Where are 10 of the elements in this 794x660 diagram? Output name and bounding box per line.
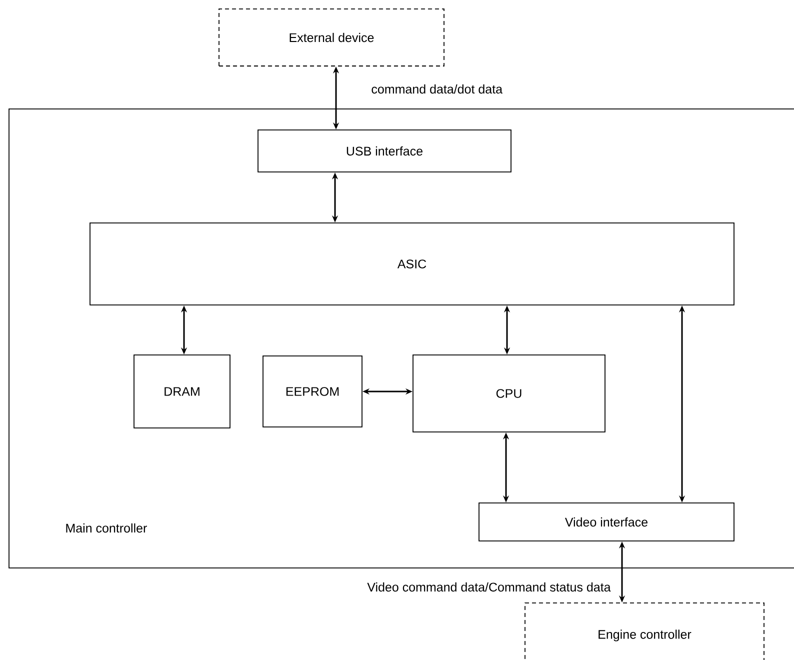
block-box: EEPROM xyxy=(262,356,362,428)
dashed-box: External device xyxy=(218,8,444,66)
block-box: DRAM xyxy=(134,354,230,428)
edge-label: command data/dot data xyxy=(370,83,504,95)
block-box: Video interface xyxy=(478,502,734,542)
block-box: USB interface xyxy=(258,130,512,172)
edge-label: Video command data/Command status data xyxy=(366,581,612,593)
dashed-box: Engine controller xyxy=(524,602,764,660)
block-box: ASIC xyxy=(90,222,734,306)
block-box: CPU xyxy=(412,354,606,432)
